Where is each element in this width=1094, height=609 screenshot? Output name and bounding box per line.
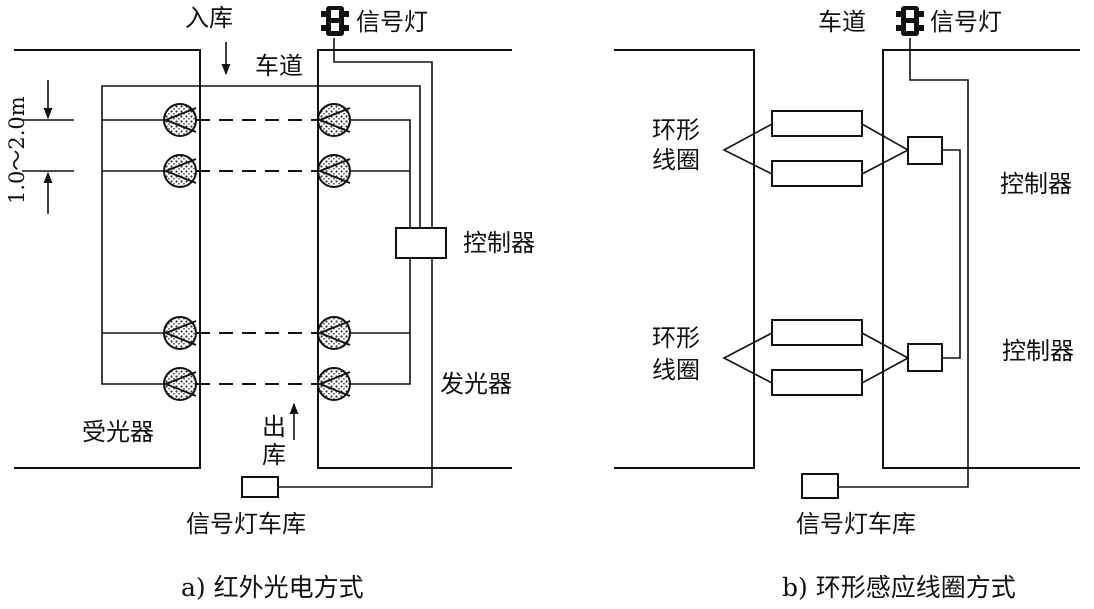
panel-b: 车道 信号灯 环形 线圈 环形 线圈 控制器 控制器 信号灯车库 b) 环形感应…: [614, 6, 1080, 602]
controller-label: 控制器: [463, 229, 535, 257]
loop-label-upper-1: 环形: [652, 116, 700, 144]
entry-label: 入库: [185, 4, 233, 32]
loop-coil: [771, 160, 863, 187]
emitter-label: 发光器: [440, 370, 512, 398]
garage-signal-label: 信号灯车库: [186, 510, 306, 538]
controller-wiring: [942, 149, 961, 359]
receiver-sensor: [163, 103, 197, 137]
receiver-sensor: [163, 154, 197, 188]
panel-a: 入库 车道 信号灯 1.0～2.0m 控制器 发光器 受光器 出 库 信号灯车库…: [5, 4, 535, 602]
loop-label-lower-2: 线圈: [652, 356, 700, 384]
lane-label: 车道: [255, 52, 303, 80]
controller-box: [395, 227, 447, 259]
emitter-sensor: [317, 103, 351, 137]
emitter-sensor: [317, 154, 351, 188]
emitter-wiring: [334, 119, 411, 228]
loop-coil: [771, 319, 863, 346]
dimension-marker: [22, 80, 74, 214]
caption-b: b) 环形感应线圈方式: [782, 573, 1016, 602]
traffic-light-icon: [321, 6, 349, 36]
controller-label-upper: 控制器: [1000, 170, 1072, 198]
traffic-light-icon: [896, 6, 924, 36]
garage-signal-box: [241, 476, 279, 498]
signal-wiring: [838, 38, 969, 488]
controller-box-upper: [907, 136, 943, 165]
loop-label-lower-1: 环形: [652, 324, 700, 352]
signal-wiring: [333, 38, 433, 228]
controller-label-lower: 控制器: [1002, 337, 1074, 365]
loop-coil: [771, 369, 863, 396]
receiver-sensor: [163, 316, 197, 350]
receiver-label: 受光器: [82, 418, 154, 446]
caption-a: a) 红外光电方式: [181, 573, 364, 602]
controller-box-lower: [907, 343, 943, 372]
garage-signal-box: [801, 473, 839, 499]
garage-walls: [14, 49, 512, 469]
loop-coil: [771, 110, 863, 137]
receiver-wiring: [101, 85, 421, 385]
receiver-sensor: [163, 367, 197, 401]
garage-walls: [614, 49, 1080, 469]
signal-label: 信号灯: [356, 8, 428, 36]
emitter-sensor: [317, 316, 351, 350]
loop-label-upper-2: 线圈: [652, 146, 700, 174]
lane-label: 车道: [818, 8, 866, 36]
exit-label-top: 出: [262, 413, 286, 441]
exit-label-bottom: 库: [262, 441, 286, 469]
dimension-label: 1.0～2.0m: [5, 96, 29, 204]
garage-signal-label: 信号灯车库: [796, 510, 916, 538]
signal-label: 信号灯: [930, 8, 1002, 36]
emitter-sensor: [317, 367, 351, 401]
